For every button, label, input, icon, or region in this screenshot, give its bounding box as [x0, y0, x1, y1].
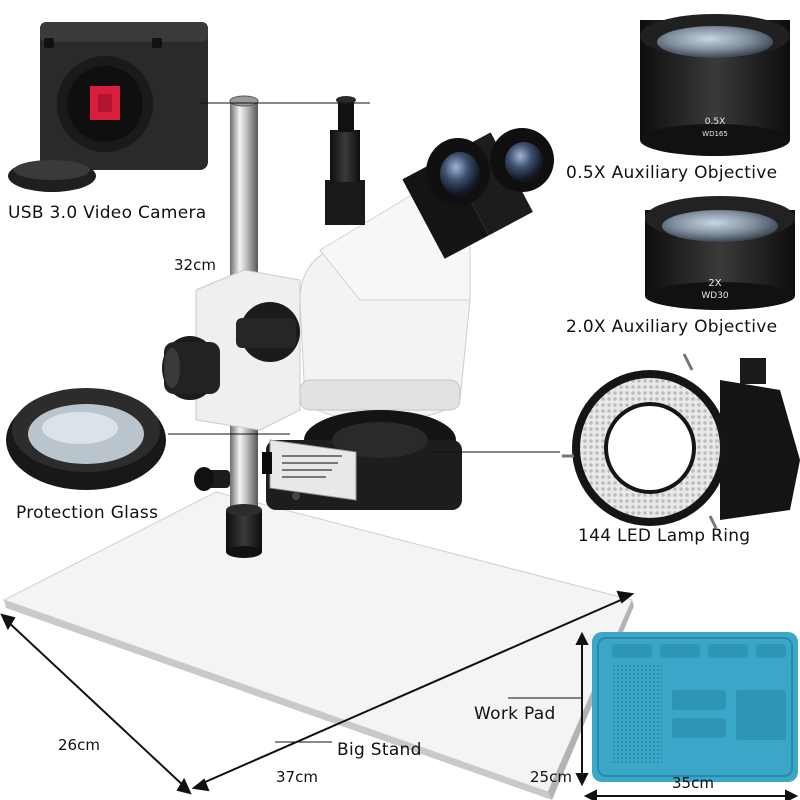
objective-20-mag-marking: 2X [708, 278, 721, 289]
objective-05-label: 0.5X Auxiliary Objective [566, 163, 778, 183]
objective-0.5x: 0.5X WD165 [640, 14, 790, 156]
led-lamp-ring [562, 353, 800, 529]
stand-depth-dimension: 26cm [58, 736, 100, 754]
pillar-height-dimension: 32cm [174, 256, 216, 274]
camera-label: USB 3.0 Video Camera [8, 203, 207, 223]
objective-05-wd-marking: WD165 [702, 130, 728, 138]
usb-video-camera [8, 22, 208, 192]
microscope-body [162, 96, 554, 510]
objective-05-mag-marking: 0.5X [705, 117, 725, 127]
protection-glass-label: Protection Glass [16, 503, 159, 523]
objective-2.0x: 2X WD30 [645, 196, 795, 310]
pillar [226, 95, 262, 558]
callout-lines [168, 102, 582, 743]
work-pad-label: Work Pad [474, 704, 556, 724]
dimension-arrows [0, 590, 799, 800]
protection-glass [6, 388, 166, 490]
objective-20-wd-marking: WD30 [701, 291, 729, 301]
stand-width-dimension: 37cm [276, 768, 318, 786]
lamp-ring-label: 144 LED Lamp Ring [578, 526, 751, 546]
pad-height-dimension: 25cm [530, 768, 572, 786]
objective-20-label: 2.0X Auxiliary Objective [566, 317, 778, 337]
pad-width-dimension: 35cm [672, 774, 714, 792]
big-stand-label: Big Stand [337, 740, 422, 760]
work-pad [592, 632, 798, 782]
